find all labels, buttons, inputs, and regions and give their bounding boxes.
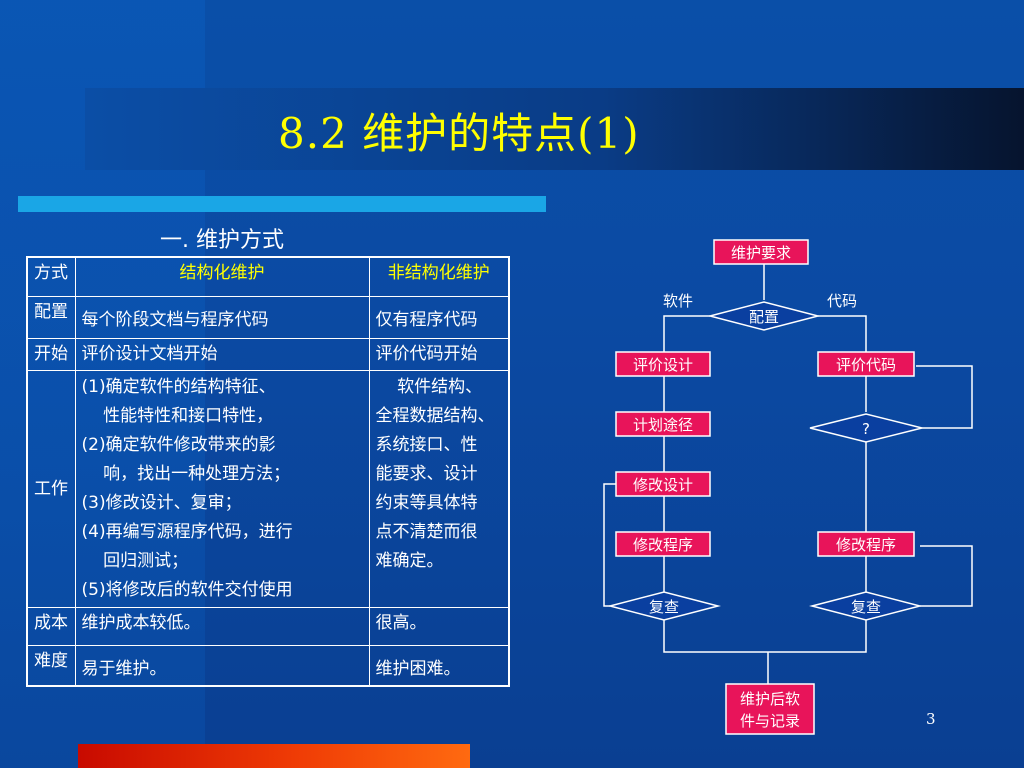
flow-label: 评价设计 [633,356,693,374]
work-line: 全程数据结构、 [375,406,495,426]
branch-label-code: 代码 [827,292,857,310]
table-cell: 每个阶段文档与程序代码 [74,296,370,339]
table-cell: 很高。 [368,607,510,646]
work-line: (5)将修改后的软件交付使用 [81,580,293,600]
row-label: 开始 [26,338,76,371]
table-cell: 评价代码开始 [368,338,510,371]
work-line: 软件结构、 [375,377,483,397]
flow-node-start: 维护要求 [713,239,809,265]
work-line: 能要求、设计 [375,464,478,484]
header-cell: 非结构化维护 [368,256,510,297]
section-subtitle: 一. 维护方式 [160,228,284,253]
flow-label: 维护后软 [740,690,800,708]
page-number: 3 [926,710,936,728]
table-cell: 维护成本较低。 [74,607,370,646]
work-line: (3)修改设计、复审； [81,493,242,513]
table-cell: 维护困难。 [368,645,510,686]
header-cell: 结构化维护 [74,256,370,297]
flow-label: 配置 [749,308,779,326]
work-line: 回归测试； [81,551,189,571]
flow-node-review-left: 复查 [607,591,721,621]
table-cell: 评价设计文档开始 [74,338,370,371]
work-line: (2)确定软件修改带来的影 [81,435,276,455]
accent-bar [18,196,546,212]
flow-connectors [603,264,973,684]
flow-node-modify-program-right: 修改程序 [817,531,915,557]
work-line: (1)确定软件的结构特征、 [81,377,276,397]
flow-label: 修改程序 [633,536,693,554]
flow-node-modify-design: 修改设计 [615,471,711,497]
flow-node-modify-program-left: 修改程序 [615,531,711,557]
work-line: 点不清楚而很 [375,522,478,542]
flow-node-evaluate-design: 评价设计 [615,351,711,377]
table-cell: 仅有程序代码 [368,296,510,339]
comparison-table: 方式 结构化维护 非结构化维护 配置 每个阶段文档与程序代码 仅有程序代码 开始… [26,256,510,687]
flow-label: 评价代码 [836,356,896,374]
table-cell: 易于维护。 [74,645,370,686]
table-cell: (1)确定软件的结构特征、 性能特性和接口特性， (2)确定软件修改带来的影 响… [74,370,370,608]
row-label: 难度 [26,645,76,686]
bottom-accent-bar [78,744,470,768]
table-row: 工作 (1)确定软件的结构特征、 性能特性和接口特性， (2)确定软件修改带来的… [26,370,510,608]
header-cell: 方式 [26,256,76,297]
table-header-row: 方式 结构化维护 非结构化维护 [26,256,510,297]
row-label: 成本 [26,607,76,646]
row-label: 工作 [26,370,76,608]
flow-label: 修改设计 [633,476,693,494]
flow-label: 复查 [649,598,679,616]
table-cell: 软件结构、 全程数据结构、 系统接口、性 能要求、设计 约束等具体特 点不清楚而… [368,370,510,608]
table-row: 成本 维护成本较低。 很高。 [26,607,510,646]
flow-label: 复查 [851,598,881,616]
flow-node-review-right: 复查 [809,591,923,621]
flow-label: 修改程序 [836,536,896,554]
work-line: (4)再编写源程序代码，进行 [81,522,293,542]
table-row: 开始 评价设计文档开始 评价代码开始 [26,338,510,371]
slide-title: 8.2 维护的特点(1) [278,109,640,158]
flow-label: 计划途径 [633,416,693,434]
flow-node-plan-approach: 计划途径 [615,411,711,437]
branch-label-software: 软件 [663,292,693,310]
work-line: 难确定。 [375,551,444,571]
title-band [85,88,1024,170]
flow-node-config-decision: 配置 [707,301,821,331]
flow-node-unknown-decision: ? [809,413,923,443]
row-label: 配置 [26,296,76,339]
flow-label: 件与记录 [740,712,800,730]
work-line: 响，找出一种处理方法； [81,464,291,484]
table-row: 难度 易于维护。 维护困难。 [26,645,510,686]
table-row: 配置 每个阶段文档与程序代码 仅有程序代码 [26,296,510,339]
work-line: 约束等具体特 [375,493,478,513]
flow-node-evaluate-code: 评价代码 [817,351,915,377]
work-line: 性能特性和接口特性， [81,406,274,426]
flow-label: 维护要求 [731,244,791,262]
flow-node-end: 维护后软 件与记录 [725,683,815,735]
maintenance-flowchart: 维护要求 软件 代码 配置 评价设计 计划途径 修改设计 修改程序 评价代码 ?… [603,239,973,735]
flow-label: ? [862,420,870,438]
work-line: 系统接口、性 [375,435,478,455]
